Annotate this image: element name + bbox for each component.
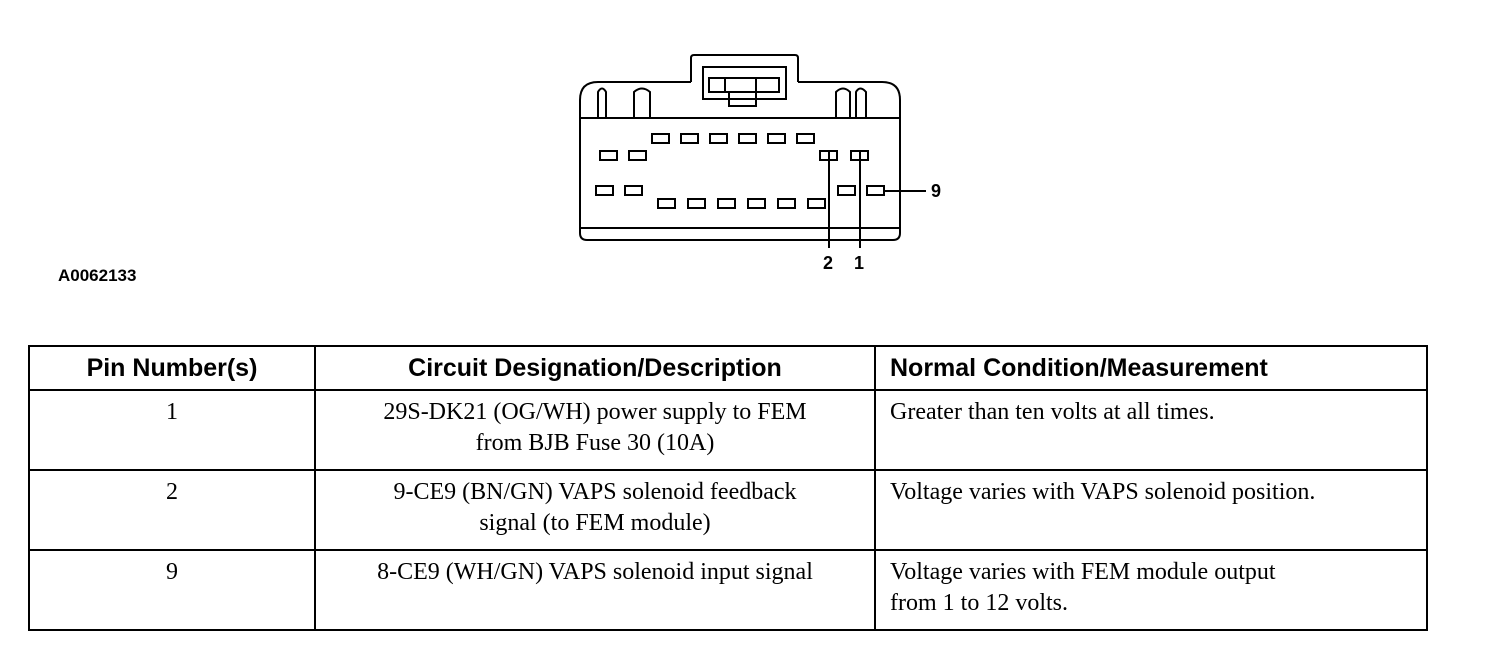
circuit-line: 8-CE9 (WH/GN) VAPS solenoid input signal: [377, 559, 813, 585]
pin-row-bottom: [657, 198, 826, 209]
condition-line: Voltage varies with FEM module output: [890, 559, 1276, 585]
pin-row-lower-middle: [595, 185, 885, 196]
connector-housing: [579, 81, 901, 241]
header-circuit: Circuit Designation/Description: [314, 345, 876, 391]
housing-ribs: [597, 87, 867, 118]
table-row: 2 9-CE9 (BN/GN) VAPS solenoid feedback s…: [28, 469, 1428, 551]
cell-pin: 9: [28, 549, 316, 631]
pin-label-1: 1: [854, 253, 865, 273]
circuit-line: 9-CE9 (BN/GN) VAPS solenoid feedback: [393, 479, 797, 505]
connector-diagram: [579, 54, 926, 248]
pin-leader-lines: [828, 151, 926, 248]
header-condition: Normal Condition/Measurement: [874, 345, 1428, 391]
cell-pin: 2: [28, 469, 316, 551]
pin-row-upper-middle: [599, 150, 869, 161]
pin-row-top: [651, 133, 815, 144]
connector-lock-tab: [690, 54, 799, 107]
cell-circuit: 8-CE9 (WH/GN) VAPS solenoid input signal: [314, 549, 876, 631]
cell-circuit: 9-CE9 (BN/GN) VAPS solenoid feedback sig…: [314, 469, 876, 551]
cell-condition: Greater than ten volts at all times.: [874, 389, 1428, 471]
cell-condition: Voltage varies with VAPS solenoid positi…: [874, 469, 1428, 551]
condition-line: Greater than ten volts at all times.: [890, 399, 1215, 425]
cell-circuit: 29S-DK21 (OG/WH) power supply to FEM fro…: [314, 389, 876, 471]
pin-label-9: 9: [931, 181, 942, 201]
table-row: 9 8-CE9 (WH/GN) VAPS solenoid input sign…: [28, 549, 1428, 631]
pin-label-2: 2: [823, 253, 834, 273]
condition-line: from 1 to 12 volts.: [890, 590, 1068, 616]
table-row: 1 29S-DK21 (OG/WH) power supply to FEM f…: [28, 389, 1428, 471]
condition-line: Voltage varies with VAPS solenoid positi…: [890, 479, 1316, 505]
circuit-line: from BJB Fuse 30 (10A): [475, 430, 715, 456]
cell-condition: Voltage varies with FEM module output fr…: [874, 549, 1428, 631]
circuit-line: 29S-DK21 (OG/WH) power supply to FEM: [383, 399, 807, 425]
pin-table: Pin Number(s) Circuit Designation/Descri…: [28, 345, 1428, 631]
table-header-row: Pin Number(s) Circuit Designation/Descri…: [28, 345, 1428, 391]
figure-id: A0062133: [58, 266, 137, 285]
cell-pin: 1: [28, 389, 316, 471]
circuit-line: signal (to FEM module): [479, 510, 711, 536]
header-pin-number: Pin Number(s): [28, 345, 316, 391]
